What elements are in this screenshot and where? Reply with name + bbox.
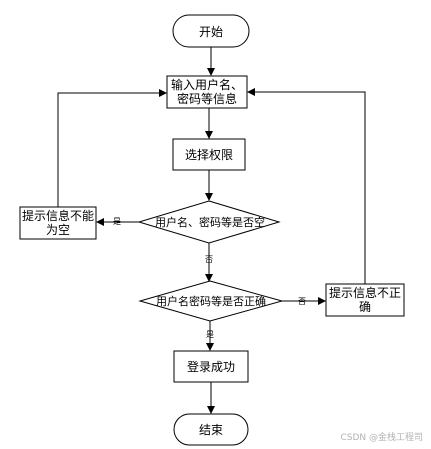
msg-empty-node: 提示信息不能 为空 <box>19 206 97 240</box>
msg-incorrect-node: 提示信息不正 确 <box>325 283 405 317</box>
start-node: 开始 <box>172 14 250 48</box>
edge-msg-incorrect-to-input <box>247 88 366 284</box>
check-correct-decision: 用户名密码等是否正确 <box>138 280 284 322</box>
correct-yes-label: 是 <box>206 330 214 339</box>
check-empty-label: 用户名、密码等是否空 <box>155 215 265 229</box>
end-label: 结束 <box>199 423 223 437</box>
msg-empty-line1: 提示信息不能 <box>22 208 94 223</box>
login-success-node: 登录成功 <box>173 350 249 383</box>
end-node: 结束 <box>173 413 249 446</box>
login-success-label: 登录成功 <box>187 359 235 374</box>
input-node: 输入用户名、 密码等信息 <box>166 75 248 109</box>
watermark: CSDN @金栈工程司 <box>340 433 423 443</box>
msg-incorrect-line1: 提示信息不正 <box>329 285 401 300</box>
check-correct-label: 用户名密码等是否正确 <box>156 294 266 308</box>
select-permission-label: 选择权限 <box>185 148 233 162</box>
input-label-line2: 密码等信息 <box>177 91 237 106</box>
input-label-line1: 输入用户名、 <box>171 77 243 92</box>
correct-no-label: 否 <box>298 297 306 306</box>
empty-yes-label: 是 <box>113 217 121 226</box>
msg-incorrect-line2: 确 <box>359 300 371 314</box>
start-label: 开始 <box>199 25 223 39</box>
edge-msg-empty-to-input <box>57 89 167 207</box>
empty-no-label: 否 <box>205 255 213 264</box>
check-empty-decision: 用户名、密码等是否空 <box>137 200 281 244</box>
msg-empty-line2: 为空 <box>46 223 70 237</box>
select-permission-node: 选择权限 <box>172 138 246 171</box>
